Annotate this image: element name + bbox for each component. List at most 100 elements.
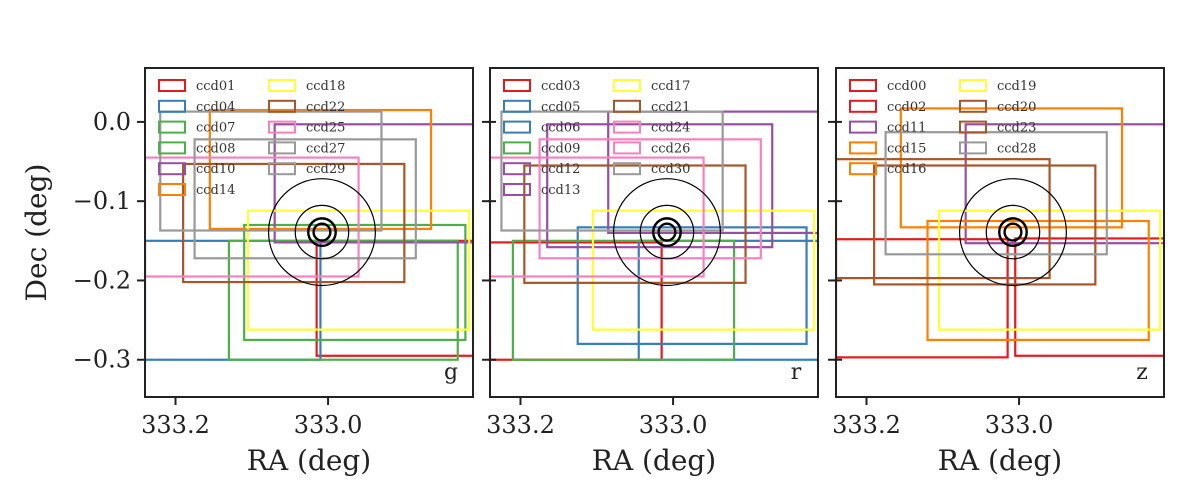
legend-swatch-ccd19 — [959, 79, 987, 92]
legend-swatch-ccd08 — [158, 141, 186, 155]
ccd-rect-ccd12 — [607, 110, 818, 234]
x-axis-label: RA (deg) — [938, 444, 1062, 477]
legend-swatch-ccd20 — [959, 99, 987, 113]
aperture-circle — [998, 217, 1028, 248]
legend-label-ccd15: ccd15 — [887, 141, 926, 156]
ccd-rect-ccd25 — [145, 156, 360, 278]
legend-label-ccd02: ccd02 — [887, 100, 926, 115]
ccd-rect-ccd27 — [193, 138, 417, 260]
legend-swatch-ccd05 — [503, 99, 531, 113]
legend-swatch-ccd02 — [849, 99, 877, 113]
legend-label-ccd17: ccd17 — [651, 79, 690, 94]
legend-label-ccd27: ccd27 — [306, 141, 345, 156]
panel-z: ccd00ccd02ccd11ccd15ccd16ccd19ccd20ccd23… — [828, 67, 1165, 477]
legend-swatch-ccd10 — [158, 162, 186, 176]
ccd-rect-ccd28 — [884, 131, 1108, 256]
panel-frame — [489, 67, 819, 398]
ccd-rect-ccd13 — [546, 123, 774, 249]
legend-label-ccd24: ccd24 — [651, 121, 690, 136]
legend-label-ccd01: ccd01 — [196, 79, 235, 94]
legend-label-ccd26: ccd26 — [651, 141, 690, 156]
band-label: z — [1136, 360, 1148, 385]
legend-label-ccd20: ccd20 — [997, 100, 1036, 115]
ccd-rect-ccd07 — [227, 239, 459, 361]
legend-label-ccd28: ccd28 — [997, 141, 1036, 156]
legend-label-ccd04: ccd04 — [196, 100, 235, 115]
legend-swatch-ccd13 — [503, 183, 531, 196]
panel-r: ccd03ccd05ccd06ccd09ccd12ccd13ccd17ccd21… — [482, 67, 819, 477]
legend-swatch-ccd24 — [613, 120, 641, 134]
y-tick-label: −0.2 — [73, 266, 131, 294]
legend-swatch-ccd04 — [158, 99, 186, 113]
y-tick-label: −0.1 — [73, 187, 131, 215]
legend-label-ccd30: ccd30 — [651, 162, 690, 177]
legend-swatch-ccd14 — [158, 183, 186, 196]
legend-swatch-ccd23 — [959, 120, 987, 134]
ccd-rect-ccd02 — [1014, 237, 1164, 357]
plot-area — [490, 110, 818, 361]
legend-swatch-ccd03 — [503, 79, 531, 92]
x-tick-label: 333.2 — [141, 411, 210, 439]
legend-label-ccd29: ccd29 — [306, 162, 345, 177]
legend-label-ccd06: ccd06 — [541, 121, 580, 136]
legend-swatch-ccd00 — [849, 79, 877, 92]
aperture-circle — [307, 217, 337, 248]
plot-area — [836, 107, 1164, 359]
legend-label-ccd13: ccd13 — [541, 183, 580, 198]
x-tick-label: 333.0 — [639, 411, 708, 439]
legend-label-ccd07: ccd07 — [196, 121, 235, 136]
y-axis-label: Dec (deg) — [20, 164, 53, 302]
legend-swatch-ccd17 — [613, 79, 641, 92]
legend-label-ccd16: ccd16 — [887, 162, 926, 177]
legend-label-ccd05: ccd05 — [541, 100, 580, 115]
legend-swatch-ccd11 — [849, 120, 877, 134]
ccd-rect-ccd15 — [899, 107, 1124, 229]
legend-swatch-ccd09 — [503, 141, 531, 155]
ccd-rect-ccd23 — [873, 164, 1097, 286]
x-tick-label: 333.2 — [832, 411, 901, 439]
x-tick-label: 333.0 — [985, 411, 1054, 439]
ccd-rect-ccd09 — [511, 239, 736, 361]
legend-swatch-ccd25 — [268, 120, 296, 134]
ccd-rect-ccd20 — [836, 158, 1051, 280]
ccd-rect-ccd14 — [208, 108, 433, 231]
x-axis-label: RA (deg) — [592, 444, 716, 477]
ccd-rect-ccd16 — [926, 219, 1150, 342]
legend-label-ccd19: ccd19 — [997, 79, 1036, 94]
band-label: g — [444, 360, 458, 385]
aperture-circle — [267, 178, 376, 287]
legend-swatch-ccd21 — [613, 99, 641, 113]
legend-swatch-ccd22 — [268, 99, 296, 113]
aperture-circle — [1003, 222, 1023, 242]
ccd-rect-ccd30 — [500, 110, 724, 232]
legend-swatch-ccd26 — [613, 141, 641, 155]
legend-swatch-ccd16 — [849, 162, 877, 176]
legend-label-ccd18: ccd18 — [306, 79, 345, 94]
legend-swatch-ccd30 — [613, 162, 641, 176]
legend-swatch-ccd06 — [503, 120, 531, 134]
ccd-rect-ccd06 — [576, 226, 808, 345]
legend-swatch-ccd07 — [158, 120, 186, 134]
ccd-rect-ccd21 — [523, 164, 747, 284]
legend-swatch-ccd18 — [268, 79, 296, 92]
band-label: r — [791, 360, 802, 385]
legend-label-ccd11: ccd11 — [887, 121, 926, 136]
aperture-circle — [294, 204, 350, 260]
x-axis-label: RA (deg) — [247, 444, 371, 477]
aperture-circle — [985, 204, 1041, 260]
legend-label-ccd12: ccd12 — [541, 162, 580, 177]
legend-label-ccd23: ccd23 — [997, 121, 1036, 136]
legend-swatch-ccd27 — [268, 141, 296, 155]
legend-label-ccd21: ccd21 — [651, 100, 690, 115]
aperture-circle — [612, 178, 721, 287]
ccd-rect-ccd03 — [490, 241, 663, 361]
legend-label-ccd03: ccd03 — [541, 79, 580, 94]
aperture-circle — [657, 222, 677, 242]
legend-swatch-ccd28 — [959, 141, 987, 155]
legend-swatch-ccd15 — [849, 141, 877, 155]
aperture-circle — [312, 222, 332, 242]
panel-frame — [144, 67, 474, 398]
legend-label-ccd14: ccd14 — [196, 183, 235, 198]
legend-swatch-ccd29 — [268, 162, 296, 176]
